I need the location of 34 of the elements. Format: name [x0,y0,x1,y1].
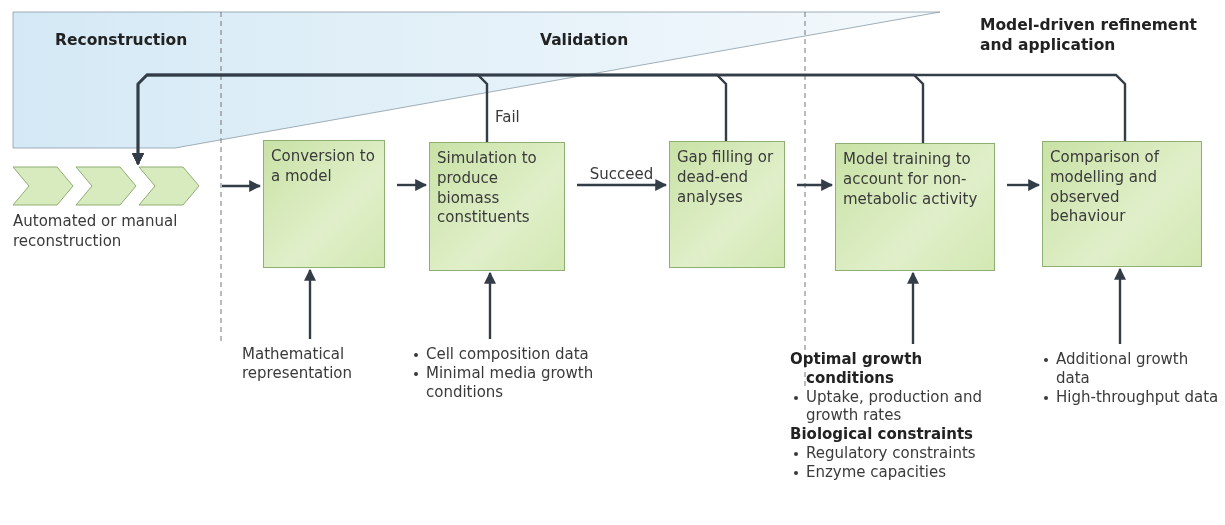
arrow [304,268,316,339]
phase-heading: Reconstruction [55,30,189,51]
phase-heading: Model-driven refinement and application [980,15,1198,56]
arrow [797,179,834,191]
box-text: Comparison of modelling and observed behaviour [1050,148,1161,228]
arrow [397,179,428,191]
arrow [222,180,262,192]
bullet-item: Enzyme capacities [790,462,990,482]
input-text: Mathematical representation [242,345,353,383]
arrow [132,73,1127,166]
list-heading: Biological constraints [790,425,974,444]
arrow [1007,179,1041,191]
box-text: Conversion to a model [271,147,376,187]
box-text: Gap filling or dead-end analyses [677,148,775,208]
caption-text: Automated or manual reconstruction [13,212,179,251]
box-text: Model training to account for non-metabolic activity [843,150,979,210]
box-text: Simulation to produce biomass constituents [437,149,538,229]
list-heading: Optimal growth conditions [790,350,924,388]
process-box [263,140,385,268]
bullet-item: Regulatory constraints [790,443,990,463]
arrow [1114,267,1126,344]
bullet-item: Minimal media growth conditions [410,363,640,402]
arrow [484,271,496,339]
process-box [669,141,785,268]
bullet-item: Uptake, production and growth rates [790,387,990,425]
bullet-item: High-throughput data [1040,387,1220,407]
bullet-item: Cell composition data [410,345,640,364]
arrow [577,179,668,191]
phase-heading: Validation [540,30,630,51]
bullet-item: Additional growth data [1040,350,1220,388]
process-box [1042,141,1202,267]
process-box [835,143,995,271]
arrow [907,271,919,344]
process-box [429,142,565,271]
